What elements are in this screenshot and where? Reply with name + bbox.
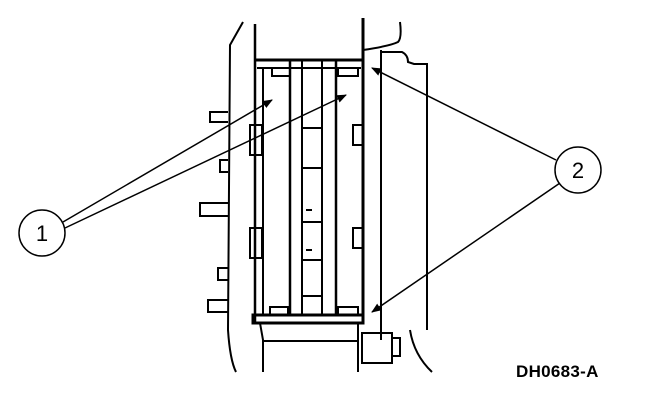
callout-2-arrow-upper (371, 67, 557, 161)
callout-2-arrow-lower (371, 182, 561, 313)
callout-2-number: 2 (572, 158, 584, 183)
callout-1: 1 (18, 94, 347, 257)
callout-1-arrow-a (62, 99, 273, 223)
caliper-body (199, 18, 433, 373)
figure-id-label: DH0683-A (516, 362, 599, 381)
callout-1-circle (18, 209, 66, 257)
callout-1-arrow-b (64, 94, 347, 229)
callout-2-circle (554, 146, 602, 194)
callout-2: 2 (371, 67, 602, 313)
callout-1-number: 1 (36, 221, 48, 246)
